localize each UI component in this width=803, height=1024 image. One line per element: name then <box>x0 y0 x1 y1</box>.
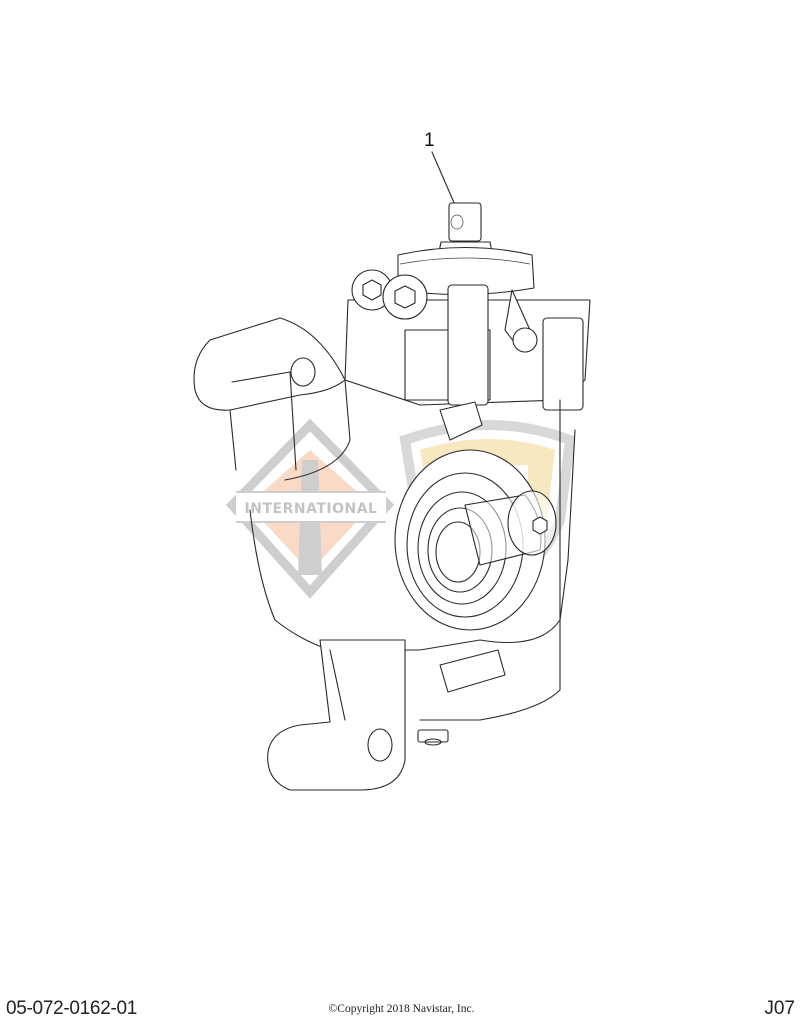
svg-text:INTERNATIONAL: INTERNATIONAL <box>245 501 378 517</box>
copyright-notice: ©Copyright 2018 Navistar, Inc. <box>328 1003 475 1015</box>
gear-housing <box>249 379 576 721</box>
illustration-id: 05-072-0162-01 <box>6 998 138 1019</box>
valve-housing-top <box>397 246 535 296</box>
banjo-bolts <box>351 269 428 320</box>
international-logo-watermark: INTERNATIONAL <box>225 418 395 599</box>
wedge-tab-upper <box>439 401 483 441</box>
section-code: J07 <box>764 998 795 1019</box>
mounting-ear-upper <box>193 317 346 471</box>
callout-number-1: 1 <box>424 130 435 151</box>
wedge-tab-lower <box>439 649 506 693</box>
input-shaft <box>438 202 493 253</box>
mounting-ear-lower <box>267 639 406 791</box>
sector-shaft <box>464 490 557 566</box>
valve-body <box>344 284 591 411</box>
bottom-fitting <box>417 729 449 746</box>
callout-leader-line <box>431 151 456 206</box>
